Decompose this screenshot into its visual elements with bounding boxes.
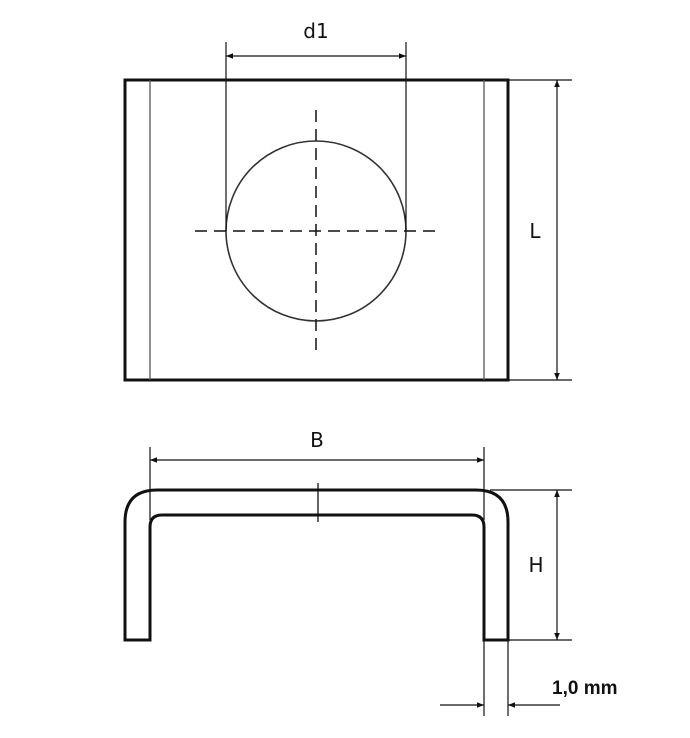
plate-outline <box>123 78 510 382</box>
thickness-label: 1,0 mm <box>552 678 617 699</box>
b-label: B <box>310 428 324 452</box>
l-label: L <box>529 219 541 243</box>
top-view: d1 L <box>123 19 572 382</box>
side-view: B H 1,0 mm <box>123 428 617 716</box>
u-profile <box>123 488 510 642</box>
d1-label: d1 <box>303 19 328 43</box>
h-label: H <box>528 553 543 577</box>
